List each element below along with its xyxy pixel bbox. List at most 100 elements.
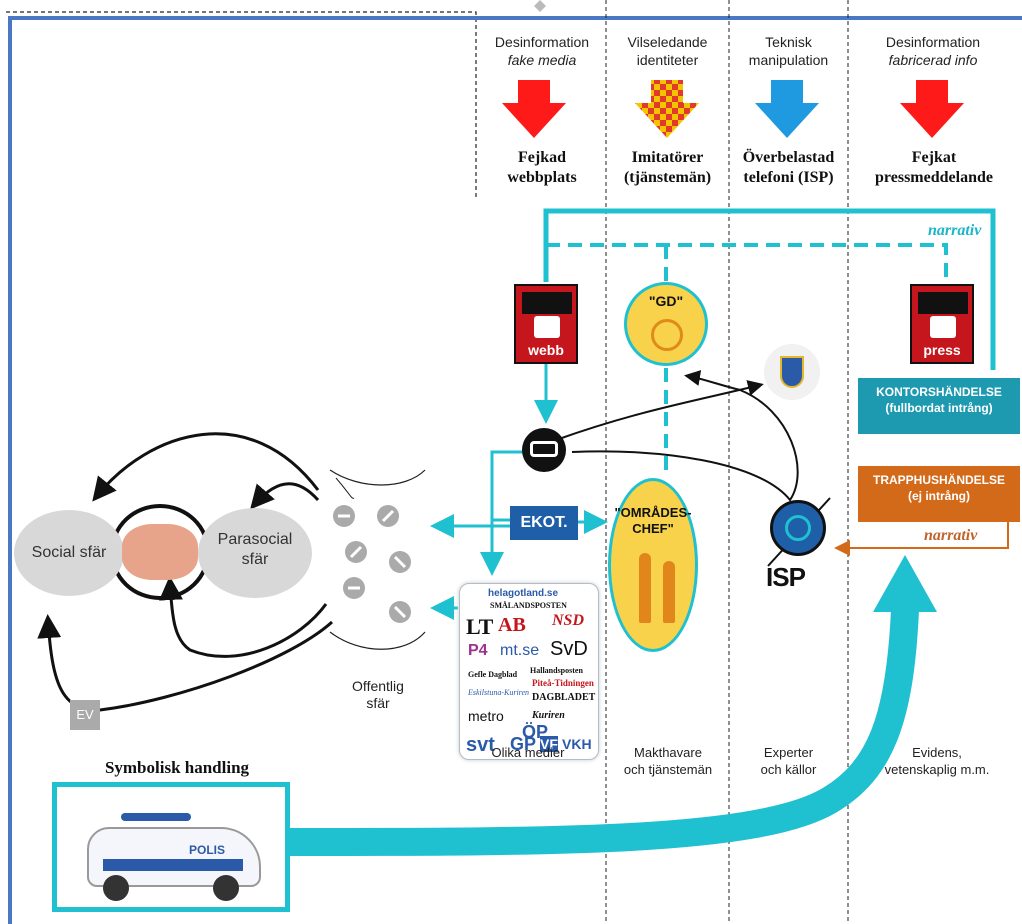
public-sphere-line1: Offentlig [352,678,404,694]
header-col3-line1: Teknisk [765,34,812,50]
experts-caption: Experter och källor [731,744,846,778]
header-col4-line1: Desinformation [885,34,981,50]
power-caption-line2: och tjänstemän [623,762,713,777]
header-col2-title: Imitatörer (tjänstemän) [608,148,727,188]
header-col3-title2: telefoni (ISP) [743,169,834,186]
home-icon [534,316,560,338]
media-logo: svt [466,734,495,756]
header-col2-line2: identiteter [636,52,699,68]
evidence-caption-line2: vetenskaplig m.m. [884,762,990,777]
header-col4: Desinformation fabricerad info [858,33,1008,69]
chef-label: "OMRÅDES- CHEF" [611,505,695,537]
public-sphere-label: Offentlig sfär [336,678,420,712]
header-col1-line2: fake media [507,52,577,68]
header-col1: Desinformation fake media [484,33,600,69]
police-emblem [764,344,820,400]
link-icon [930,316,956,338]
media-logo: P4 [468,642,488,659]
evidence-caption-line1: Evidens, [912,745,962,760]
wheel-icon [213,875,239,901]
car-stripe [103,859,243,871]
stair-event-box: TRAPPHUSHÄNDELSE (ej intrång) [858,466,1020,522]
narrative-label-bottom: narrativ [924,527,978,544]
car-text: POLIS [189,843,226,857]
chef-label-line1: "OMRÅDES- [614,505,692,520]
media-logo: Kuriren [532,710,565,721]
media-logo: AB [498,614,526,636]
chef-actor: "OMRÅDES- CHEF" [608,478,698,652]
public-sphere-icons [333,505,411,623]
experts-caption-line1: Experter [763,745,814,760]
power-caption: Makthavare och tjänstemän [608,744,728,778]
office-event-line1: KONTORSHÄNDELSE [876,385,1002,399]
header-col2-title1: Imitatörer [631,149,704,166]
isp-wordmark: ISP [766,562,806,592]
isp-webb-box: webb [514,284,578,364]
header-col3-title: Överbelastad telefoni (ISP) [730,148,847,188]
parasocial-line2: sfär [241,551,269,568]
red-arrow-icon [502,80,566,138]
siren-icon [121,813,191,821]
gd-label: "GD" [648,293,684,309]
header-col4-line2: fabricerad info [888,52,978,68]
symbolic-title: Symbolisk handling [104,758,250,777]
parasocial-sphere: Parasocial sfär [198,508,312,598]
media-logo: mt.se [500,642,540,659]
header-col3-title1: Överbelastad [742,149,835,166]
media-logo: LT [466,614,494,639]
chef-label-line2: CHEF" [632,521,674,536]
blue-arrow-icon [755,80,819,138]
parasocial-line1: Parasocial [217,531,293,548]
narrative-label-top: narrativ [928,222,982,239]
office-event-box: KONTORSHÄNDELSE (fullbordat intrång) [858,378,1020,434]
shield-icon [780,356,804,388]
tt-node [522,428,566,472]
media-logo: VF [540,736,558,752]
person-icon [663,561,675,623]
media-logo: Gefle Dagblad [468,670,518,679]
media-logo: Eskilstuna-Kuriren [468,688,530,697]
phone-icon [651,319,683,351]
header-col2-line1: Vilseledande [627,34,708,50]
brain-icon [122,524,198,580]
ekot-logo: EKOT. [510,506,578,540]
media-logos-panel: helagotland.se SMÅLANDSPOSTEN LT AB NSD … [459,583,599,760]
media-logo: Hallandsposten [530,666,583,675]
gd-actor: "GD" [624,282,708,366]
isp-logo [918,292,968,314]
isp-webb-label: webb [528,342,564,358]
media-logo: SMÅLANDSPOSTEN [490,601,567,610]
symbolic-action-box: POLIS [52,782,290,912]
evidence-caption: Evidens, vetenskaplig m.m. [862,744,1012,778]
media-logo: metro [468,708,504,724]
ev-badge: EV [70,700,100,730]
person-icon [639,553,651,623]
header-col4-title1: Fejkat [911,149,957,166]
header-col1-line1: Desinformation [494,34,590,50]
media-logo: SvD [550,638,588,660]
isp-press-box: press [910,284,974,364]
power-caption-line1: Makthavare [634,745,702,760]
header-col1-title1: Fejkad [518,149,566,166]
phone-icon [785,515,811,541]
header-col1-title: Fejkad webbplats [484,148,600,188]
header-col2: Vilseledande identiteter [610,33,725,69]
experts-caption-line2: och källor [760,762,817,777]
office-event-line2: (fullbordat intrång) [885,401,993,415]
social-sphere: Social sfär [14,510,124,596]
stair-event-line2: (ej intrång) [908,489,970,503]
media-caption: Olika medier [491,745,565,760]
public-sphere-line2: sfär [366,695,390,711]
media-logo: GP [510,734,537,754]
isp-press-label: press [923,342,961,358]
tt-logo-icon [530,441,558,457]
checker-arrow-icon [635,80,699,138]
isp-phone-node [770,500,826,556]
header-col4-title2: pressmeddelande [875,169,993,186]
wheel-icon [103,875,129,901]
header-col4-title: Fejkat pressmeddelande [852,148,1016,188]
media-logo: DAGBLADET [532,692,596,703]
media-logo: Piteå-Tidningen [532,678,594,688]
media-logo: helagotland.se [488,588,559,599]
